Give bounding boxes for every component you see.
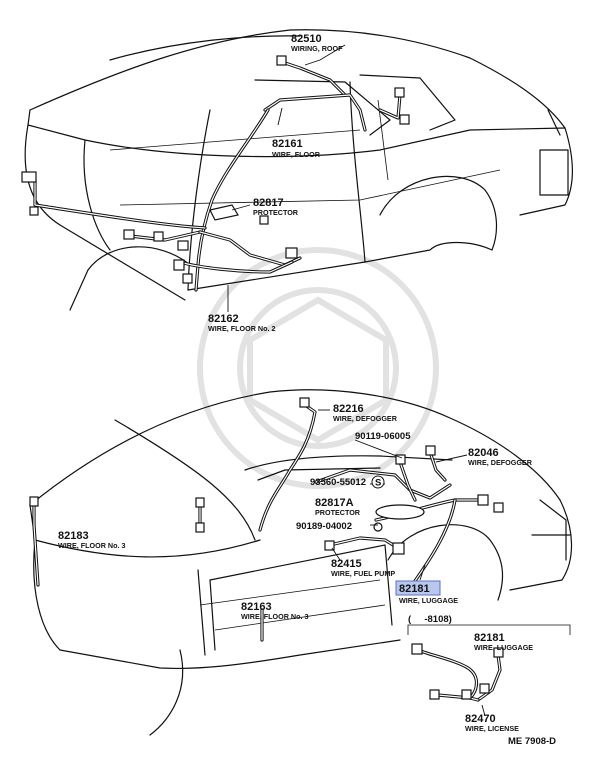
connector	[177, 240, 189, 251]
callout-82181-highlighted[interactable]: 82181 WIRE, LUGGAGE	[395, 580, 458, 605]
connector	[411, 643, 423, 655]
connector	[29, 206, 39, 216]
callout-82470: 82470 WIRE, LICENSE	[465, 713, 519, 733]
diagram-reference: ME 7908-D	[508, 736, 556, 747]
connector	[461, 689, 472, 700]
part-number: 82817A	[315, 497, 354, 509]
upper-harness	[33, 60, 402, 292]
part-name: WIRING, ROOF	[291, 44, 343, 53]
part-number: 93560-55012	[310, 477, 366, 488]
part-number: 82183	[58, 530, 89, 542]
connector	[276, 55, 287, 66]
part-number[interactable]: 82181	[399, 583, 430, 595]
connector	[479, 683, 490, 694]
part-number: 82817	[253, 197, 284, 209]
callout-82415: 82415 WIRE, FUEL PUMP	[331, 558, 395, 578]
inset-range-label: ( -8108)	[408, 614, 452, 625]
part-name: WIRE, DEFOGGER	[333, 414, 398, 423]
part-number: 90119-06005	[355, 431, 411, 442]
highlight-box	[395, 580, 441, 596]
part-number: 82162	[208, 313, 239, 325]
connector	[173, 259, 185, 271]
callout-90119-06005: 90119-06005	[355, 431, 411, 442]
part-name: WIRE, FUEL PUMP	[331, 569, 395, 578]
part-number: 82161	[272, 138, 303, 150]
callout-82162: 82162 WIRE, FLOOR No. 2	[208, 313, 275, 333]
clip	[373, 522, 383, 532]
part-name: WIRE, FLOOR	[272, 150, 321, 159]
callout-82216: 82216 WIRE, DEFOGGER	[333, 403, 398, 423]
part-number: 90189-04002	[296, 521, 352, 532]
connector	[399, 114, 410, 125]
upper-connectors	[21, 55, 410, 284]
connector	[21, 171, 37, 183]
connector	[493, 647, 504, 658]
connector	[395, 454, 406, 465]
callout-82046: 82046 WIRE, DEFOGGER	[468, 447, 533, 467]
connector	[493, 502, 504, 513]
connector	[29, 496, 39, 507]
part-number: 82046	[468, 447, 499, 459]
part-name: PROTECTOR	[253, 208, 299, 217]
inset-range: ( -8108)	[408, 614, 452, 625]
part-number: 82470	[465, 713, 496, 725]
connector	[394, 87, 405, 98]
callout-82817a: 82817A PROTECTOR	[315, 497, 361, 517]
part-number: 82163	[241, 601, 272, 613]
connector	[123, 229, 135, 240]
connector	[299, 397, 310, 408]
connector	[195, 522, 205, 533]
callout-82163: 82163 WIRE, FLOOR No. 3	[241, 601, 308, 621]
connector	[195, 497, 205, 508]
diagram-ref-label: ME 7908-D	[508, 736, 556, 747]
callout-82817: 82817 PROTECTOR	[253, 197, 299, 217]
connector	[285, 247, 298, 259]
upper-car-body	[24, 29, 574, 311]
connector	[324, 540, 335, 551]
part-name: WIRE, FLOOR No. 3	[58, 541, 125, 550]
part-number: 82181	[474, 632, 505, 644]
callout-93560-55012: 93560-55012 S	[310, 475, 385, 489]
connector	[429, 689, 440, 700]
symbol-s: S	[375, 478, 381, 489]
part-number: 82510	[291, 33, 322, 45]
connector	[425, 445, 436, 456]
symbol-circle-s	[371, 475, 385, 489]
connector	[182, 273, 193, 284]
part-name: WIRE, FLOOR No. 2	[208, 324, 275, 333]
part-number: 82415	[331, 558, 362, 570]
part-name: WIRE, DEFOGGER	[468, 458, 533, 467]
callout-90189-04002: 90189-04002	[296, 521, 352, 532]
protector-pad	[209, 204, 239, 221]
part-name: WIRE, LICENSE	[465, 724, 519, 733]
part-number: 82216	[333, 403, 364, 415]
part-name: WIRE, LUGGAGE	[474, 643, 533, 652]
callout-82181-inset: 82181 WIRE, LUGGAGE	[474, 632, 533, 652]
part-name: WIRE, FLOOR No. 3	[241, 612, 308, 621]
connector	[259, 215, 269, 225]
inset-luggage-wire	[407, 624, 571, 702]
leader-lines	[227, 44, 486, 717]
connector	[153, 231, 164, 242]
lower-car-body	[29, 389, 573, 736]
part-name: WIRE, LUGGAGE	[399, 596, 458, 605]
callout-82510: 82510 WIRING, ROOF	[291, 33, 343, 53]
connector	[477, 494, 489, 506]
fuel-pump-connector	[392, 542, 405, 555]
protector-82817a	[375, 504, 425, 520]
part-name: PROTECTOR	[315, 508, 361, 517]
callout-82183: 82183 WIRE, FLOOR No. 3	[58, 530, 125, 550]
callout-82161: 82161 WIRE, FLOOR	[272, 138, 321, 159]
watermark	[197, 247, 439, 489]
